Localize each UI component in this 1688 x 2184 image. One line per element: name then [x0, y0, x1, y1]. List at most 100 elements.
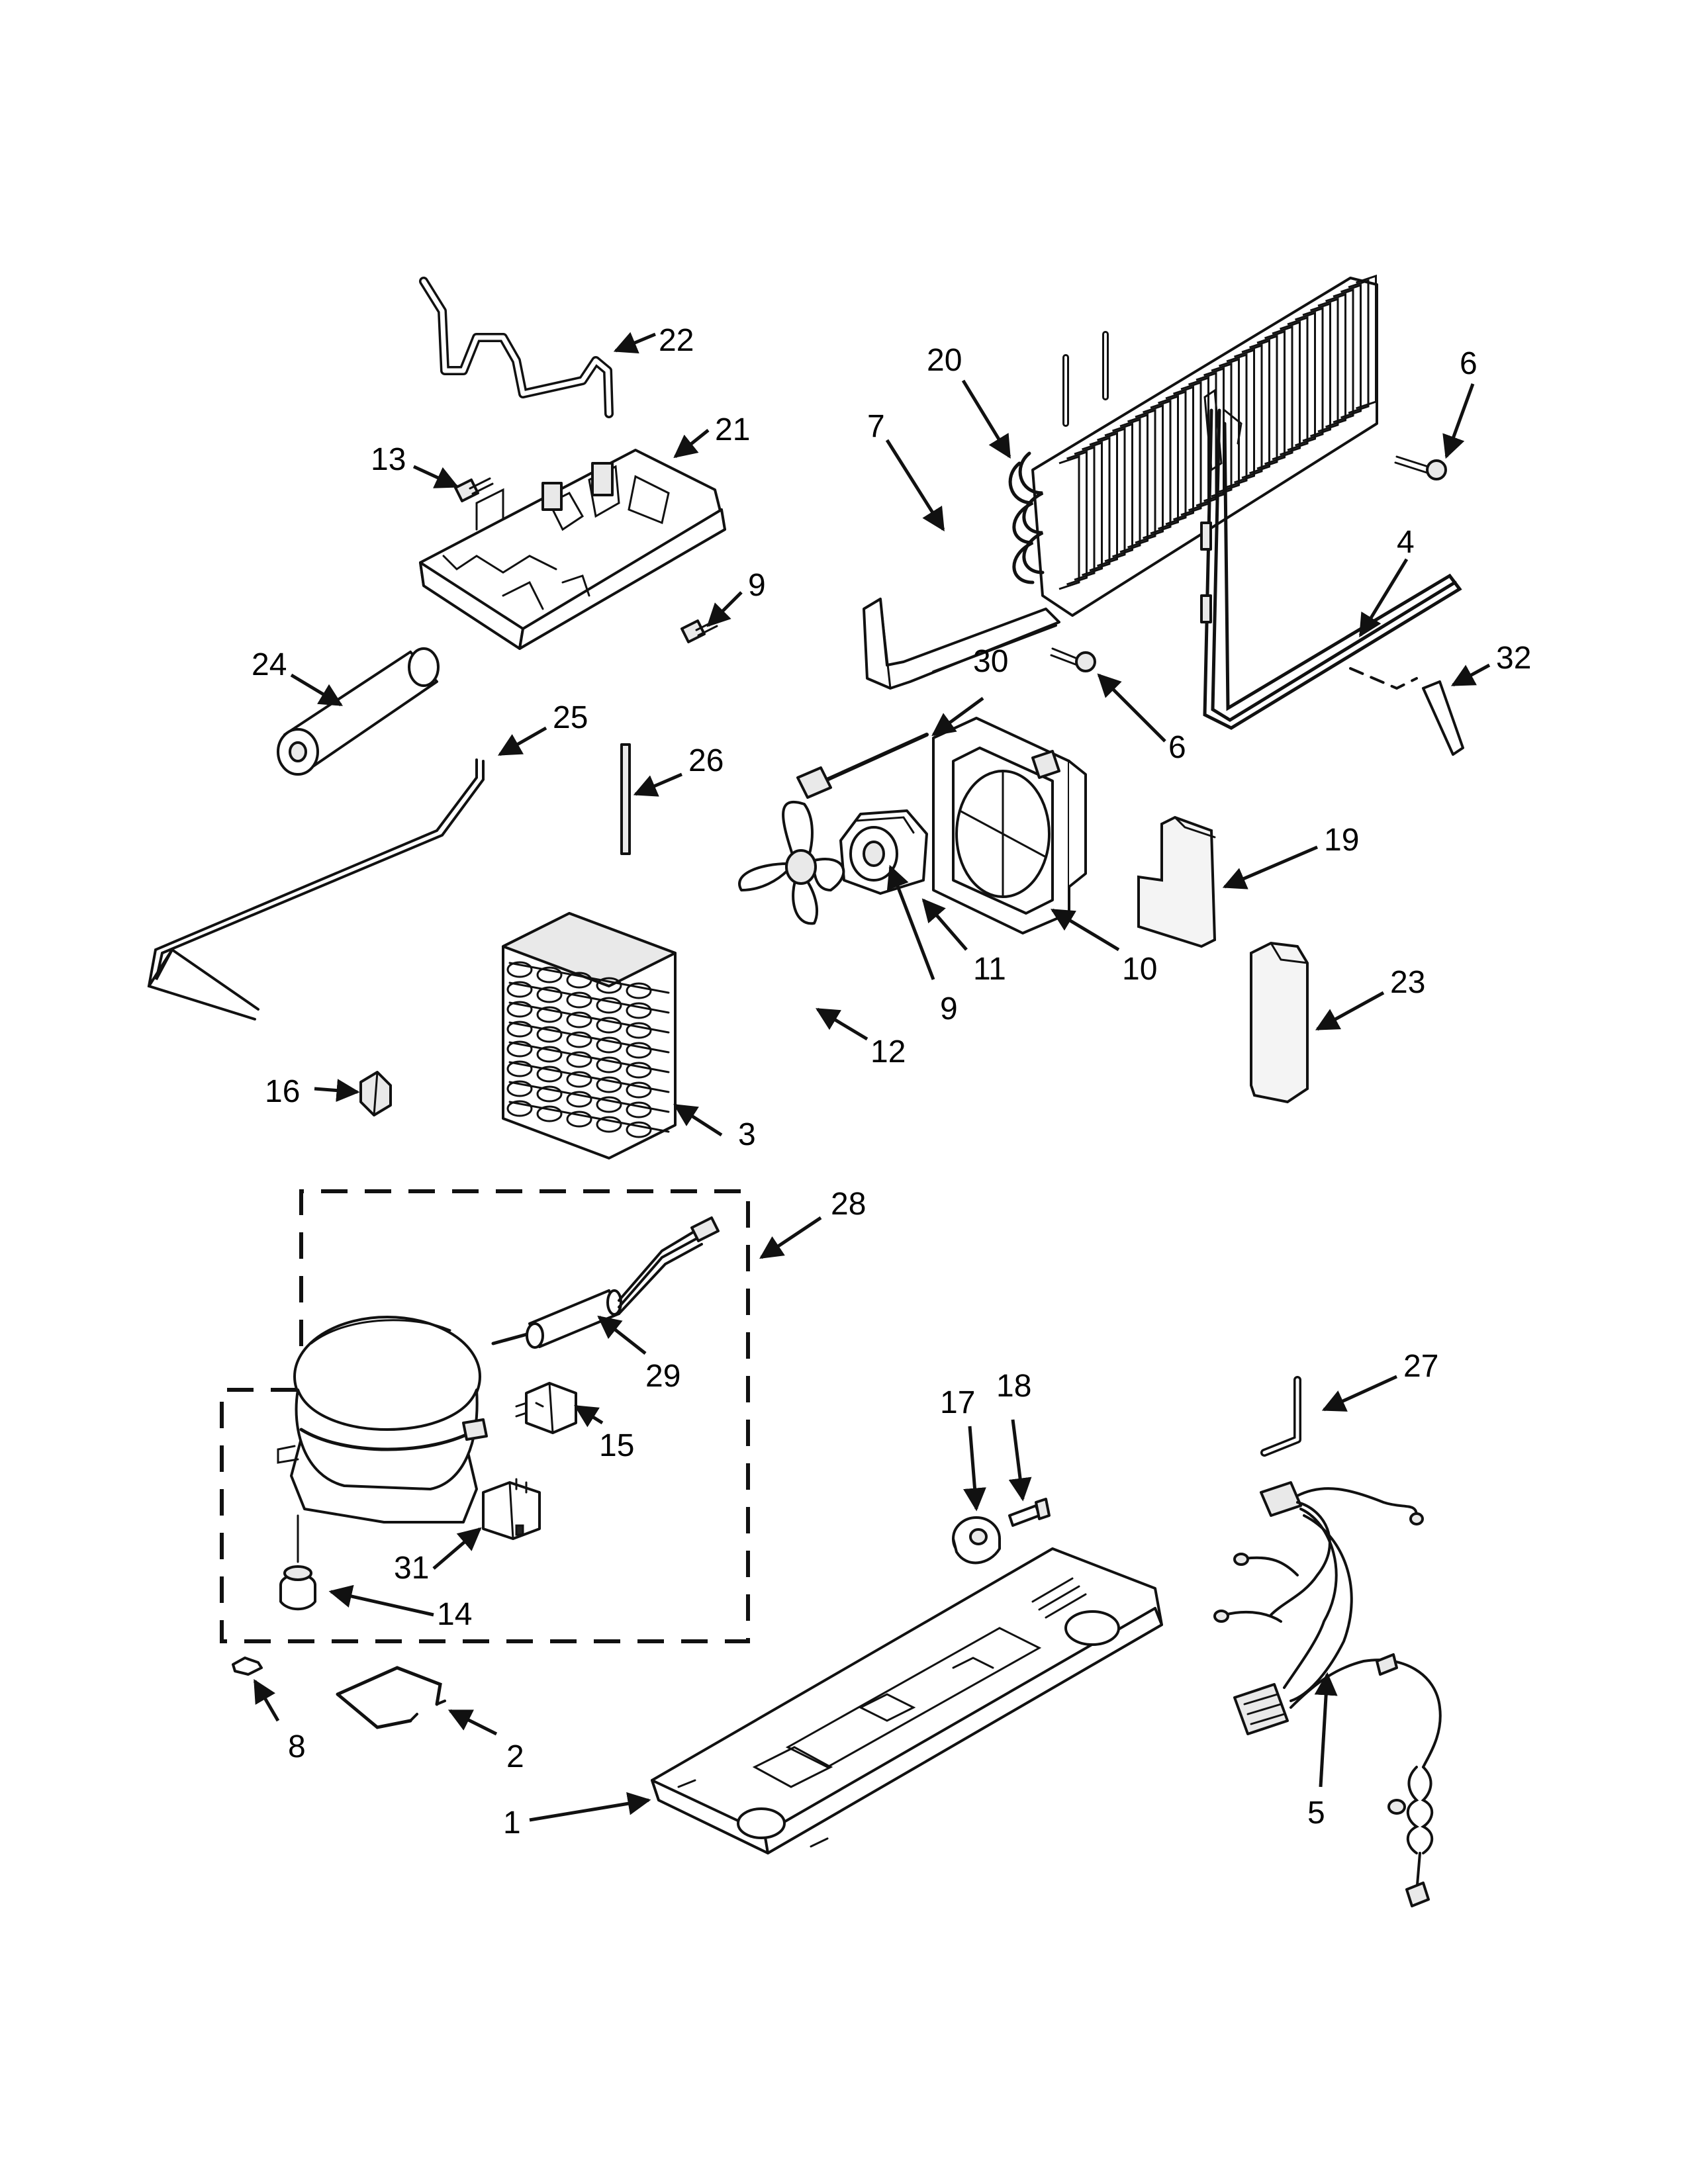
condenser-coil-loop: [536, 1046, 563, 1063]
callout-19: 19: [1324, 823, 1359, 858]
condenser-coil-loop: [596, 977, 622, 994]
evaporator-fin: [1302, 306, 1324, 442]
condenser-coil-loop: [626, 1002, 652, 1019]
evaporator-fin: [1348, 279, 1370, 414]
part-15-relay[interactable]: [515, 1382, 577, 1434]
part-2-bracket[interactable]: [336, 1666, 446, 1729]
condenser-coil-loop: [596, 1096, 622, 1113]
part-24-insulation-tube[interactable]: [277, 647, 440, 776]
part-23-foam-block[interactable]: [1250, 941, 1309, 1104]
part-20-evaporator[interactable]: [1008, 274, 1378, 617]
condenser-fin-line: [508, 962, 670, 994]
part-14-grommet[interactable]: [279, 1565, 316, 1611]
condenser-coil-loop: [626, 982, 652, 999]
callout-7: 7: [867, 409, 885, 444]
condenser-coil-loop: [596, 1056, 622, 1073]
condenser-coil-loop: [566, 1111, 592, 1128]
condenser-coil-loop: [566, 1031, 592, 1048]
evaporator-fin: [1089, 436, 1111, 572]
callout-23: 23: [1390, 965, 1425, 1000]
evaporator-fin: [1310, 302, 1331, 437]
evaporator-fin: [1097, 432, 1118, 567]
condenser-coil-loop: [626, 1042, 652, 1059]
callout-13: 13: [371, 442, 406, 477]
part-30-thermistor[interactable]: [796, 733, 929, 799]
evaporator-fin: [1119, 418, 1141, 553]
part-17-roller[interactable]: [952, 1516, 1001, 1565]
condenser-coil-loop: [506, 1040, 533, 1058]
part-28-compressor[interactable]: [277, 1316, 488, 1563]
condenser-coil-loop: [506, 1060, 533, 1077]
evaporator-fin: [1158, 394, 1179, 530]
callout-9-upper: 9: [748, 568, 766, 603]
callout-2: 2: [506, 1739, 524, 1774]
part-25-heater-tube[interactable]: [147, 758, 485, 1021]
part-26-rod[interactable]: [620, 743, 631, 855]
condenser-coil-loop: [536, 1066, 563, 1083]
condenser-coil-loop: [596, 1036, 622, 1054]
callout-17: 17: [940, 1385, 975, 1420]
part-9-screw-upper[interactable]: [680, 619, 718, 643]
callout-labels: 22 21 13 9 20 7 6 4 32 6 30 24 25 26 19 …: [252, 323, 1531, 1841]
part-7-evaporator-bracket[interactable]: [863, 598, 1060, 690]
callout-24: 24: [252, 647, 287, 682]
callout-32: 32: [1496, 641, 1531, 676]
condenser-coil-loop: [596, 1017, 622, 1034]
condenser-coil-loop: [506, 1001, 533, 1018]
part-8-clip[interactable]: [232, 1657, 263, 1676]
part-5-wiring-harness[interactable]: [1213, 1481, 1442, 1907]
part-22-tube[interactable]: [419, 277, 614, 418]
callout-12: 12: [870, 1034, 906, 1069]
evaporator-fin: [1280, 320, 1301, 456]
part-6-screw-upper[interactable]: [1394, 455, 1447, 480]
callout-16: 16: [265, 1074, 300, 1109]
callout-9-lower: 9: [940, 991, 958, 1026]
evaporator-fin: [1211, 362, 1233, 498]
part-4-defrost-heater[interactable]: [1200, 388, 1462, 730]
callout-5: 5: [1307, 1796, 1325, 1831]
evaporator-fin: [1241, 343, 1263, 479]
evaporator-fin: [1165, 390, 1187, 525]
part-32-bracket[interactable]: [1422, 680, 1464, 756]
callout-6-upper: 6: [1460, 346, 1477, 381]
callout-20: 20: [927, 343, 962, 378]
condenser-coil-loop: [626, 1121, 652, 1138]
condenser-coil-loop: [566, 991, 592, 1009]
condenser-coil-loop: [506, 1080, 533, 1097]
evaporator-fin: [1112, 422, 1133, 558]
part-29-drier[interactable]: [491, 1216, 720, 1349]
part-6-screw-lower[interactable]: [1050, 647, 1096, 672]
part-19-foam-block[interactable]: [1137, 815, 1217, 948]
part-16-clip[interactable]: [359, 1071, 392, 1116]
callout-22: 22: [659, 323, 694, 358]
part-27-rod[interactable]: [1260, 1376, 1301, 1457]
part-13-screw[interactable]: [454, 477, 494, 502]
condenser-coil-loop: [596, 1116, 622, 1133]
condenser-coil-loop: [536, 1026, 563, 1043]
evaporator-fin: [1272, 325, 1293, 461]
condenser-fin-line: [508, 1041, 670, 1073]
part-18-pin[interactable]: [1008, 1498, 1051, 1527]
condenser-coil-loop: [506, 961, 533, 978]
part-3-condenser[interactable]: [502, 912, 677, 1160]
leader-lines: [253, 332, 1491, 1822]
condenser-fin-line: [508, 1101, 670, 1133]
evaporator-fin: [1356, 274, 1377, 410]
callout-10: 10: [1122, 952, 1157, 987]
condenser-coil-loop: [536, 966, 563, 983]
part-21-control-housing[interactable]: [419, 449, 726, 650]
condenser-coil-loop: [626, 1101, 652, 1118]
part-1-base-pan[interactable]: [651, 1547, 1163, 1854]
part-11-fan-motor[interactable]: [839, 809, 928, 895]
part-12-fan-blade[interactable]: [738, 800, 845, 925]
evaporator-fin: [1135, 408, 1156, 544]
condenser-coil-loop: [536, 1105, 563, 1122]
callout-30: 30: [973, 644, 1008, 679]
condenser-coil-loop: [566, 1091, 592, 1108]
part-28-compressor-kit-box: [220, 1189, 750, 1643]
part-10-fan-shroud[interactable]: [932, 717, 1087, 934]
callout-3: 3: [738, 1117, 756, 1152]
callout-18: 18: [996, 1369, 1031, 1404]
part-31-overload[interactable]: [482, 1478, 541, 1540]
evaporator-fin: [1295, 311, 1316, 447]
